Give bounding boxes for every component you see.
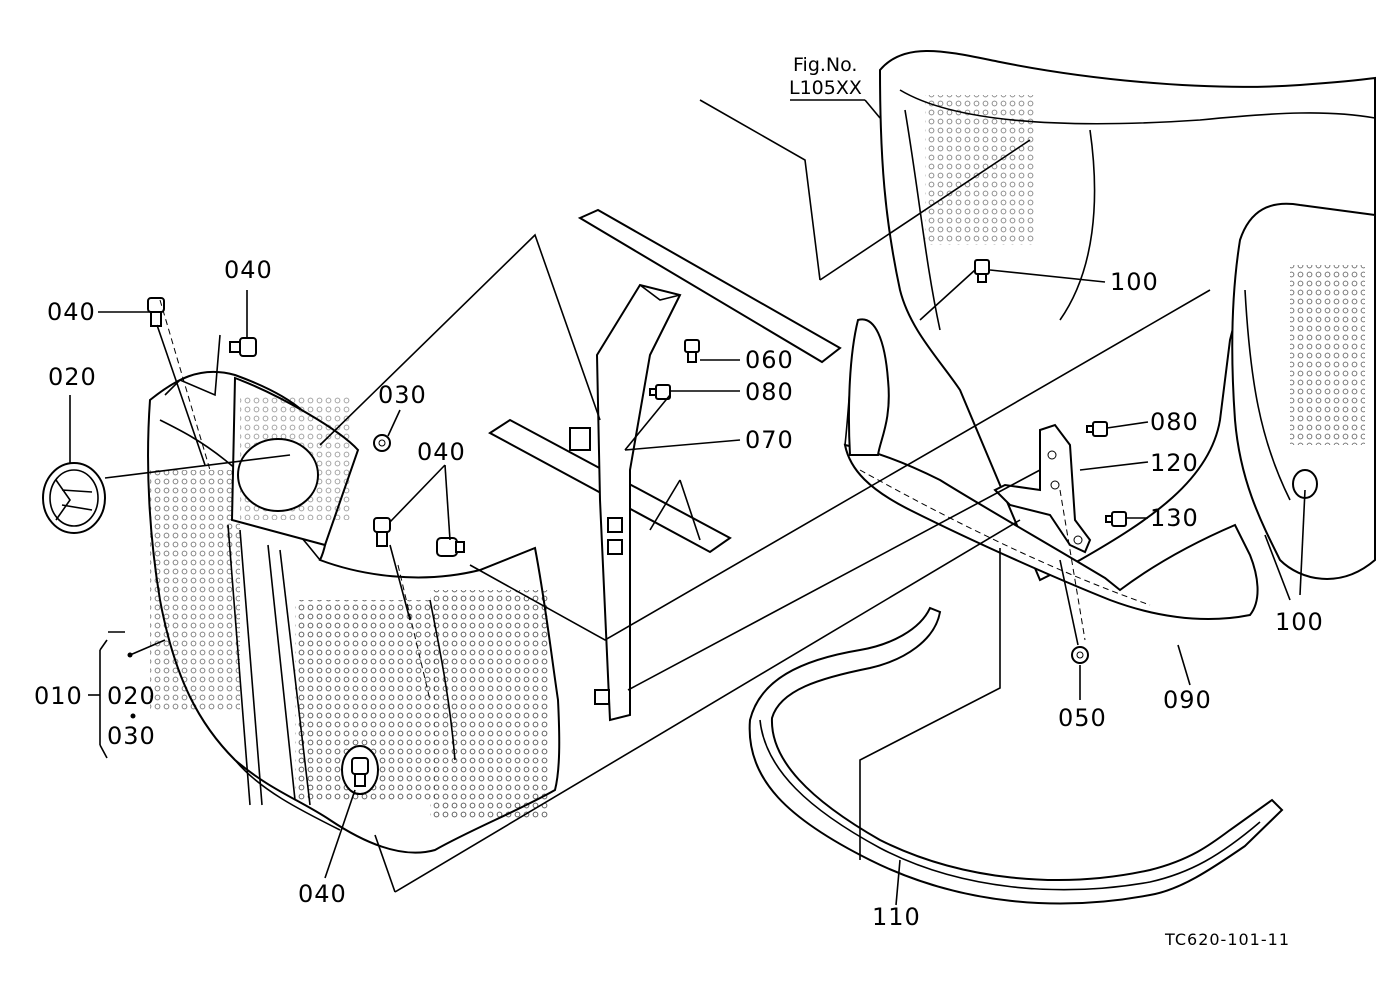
- callout-060: 060: [745, 346, 794, 374]
- drawing-id: TC620-101-11: [1165, 930, 1290, 949]
- callout-040-upper: 040: [224, 256, 273, 284]
- bolt-130: [1105, 511, 1127, 527]
- callout-030-nut: 030: [378, 381, 427, 409]
- callout-020-sub: 020: [107, 682, 156, 710]
- emblem-020: [42, 462, 106, 534]
- callout-110: 110: [872, 903, 921, 931]
- bolt-040-c: [373, 517, 391, 547]
- bolt-080-a: [649, 384, 671, 400]
- bolt-040-e: [341, 745, 379, 795]
- callout-090: 090: [1163, 686, 1212, 714]
- callout-020-emblem: 020: [48, 363, 97, 391]
- bolt-040-a: [147, 297, 165, 327]
- callout-100-top: 100: [1110, 268, 1159, 296]
- callout-080-right: 080: [1150, 408, 1199, 436]
- nut-030: [373, 434, 391, 452]
- callout-040-bottom: 040: [298, 880, 347, 908]
- bolt-080-b: [1086, 421, 1108, 437]
- bolt-040-d: [436, 537, 465, 557]
- bolt-100-a: [974, 259, 990, 283]
- figure-ref-line1: Fig.No.: [793, 54, 858, 76]
- callout-040-left: 040: [47, 298, 96, 326]
- bumper-090: [843, 318, 1259, 620]
- callout-040-middle: 040: [417, 438, 466, 466]
- callout-100-right: 100: [1275, 608, 1324, 636]
- callout-120: 120: [1150, 449, 1199, 477]
- front-grille-010: [147, 334, 561, 854]
- nut-050: [1071, 646, 1089, 664]
- callout-130: 130: [1150, 504, 1199, 532]
- hood-outline: [878, 50, 1376, 582]
- figure-ref-line2: L105XX: [789, 77, 862, 99]
- callout-030-sub: 030: [107, 722, 156, 750]
- bracket-120: [993, 423, 1092, 554]
- bolt-060: [684, 339, 700, 363]
- trim-110: [748, 606, 1284, 905]
- side-panel-right: [1231, 202, 1376, 580]
- bolt-040-b: [229, 337, 257, 357]
- leader-lines: [69, 99, 1306, 906]
- bracket-070: [488, 208, 842, 722]
- callout-080-center: 080: [745, 378, 794, 406]
- callout-050: 050: [1058, 704, 1107, 732]
- callout-010-grille: 010: [34, 682, 83, 710]
- callout-070: 070: [745, 426, 794, 454]
